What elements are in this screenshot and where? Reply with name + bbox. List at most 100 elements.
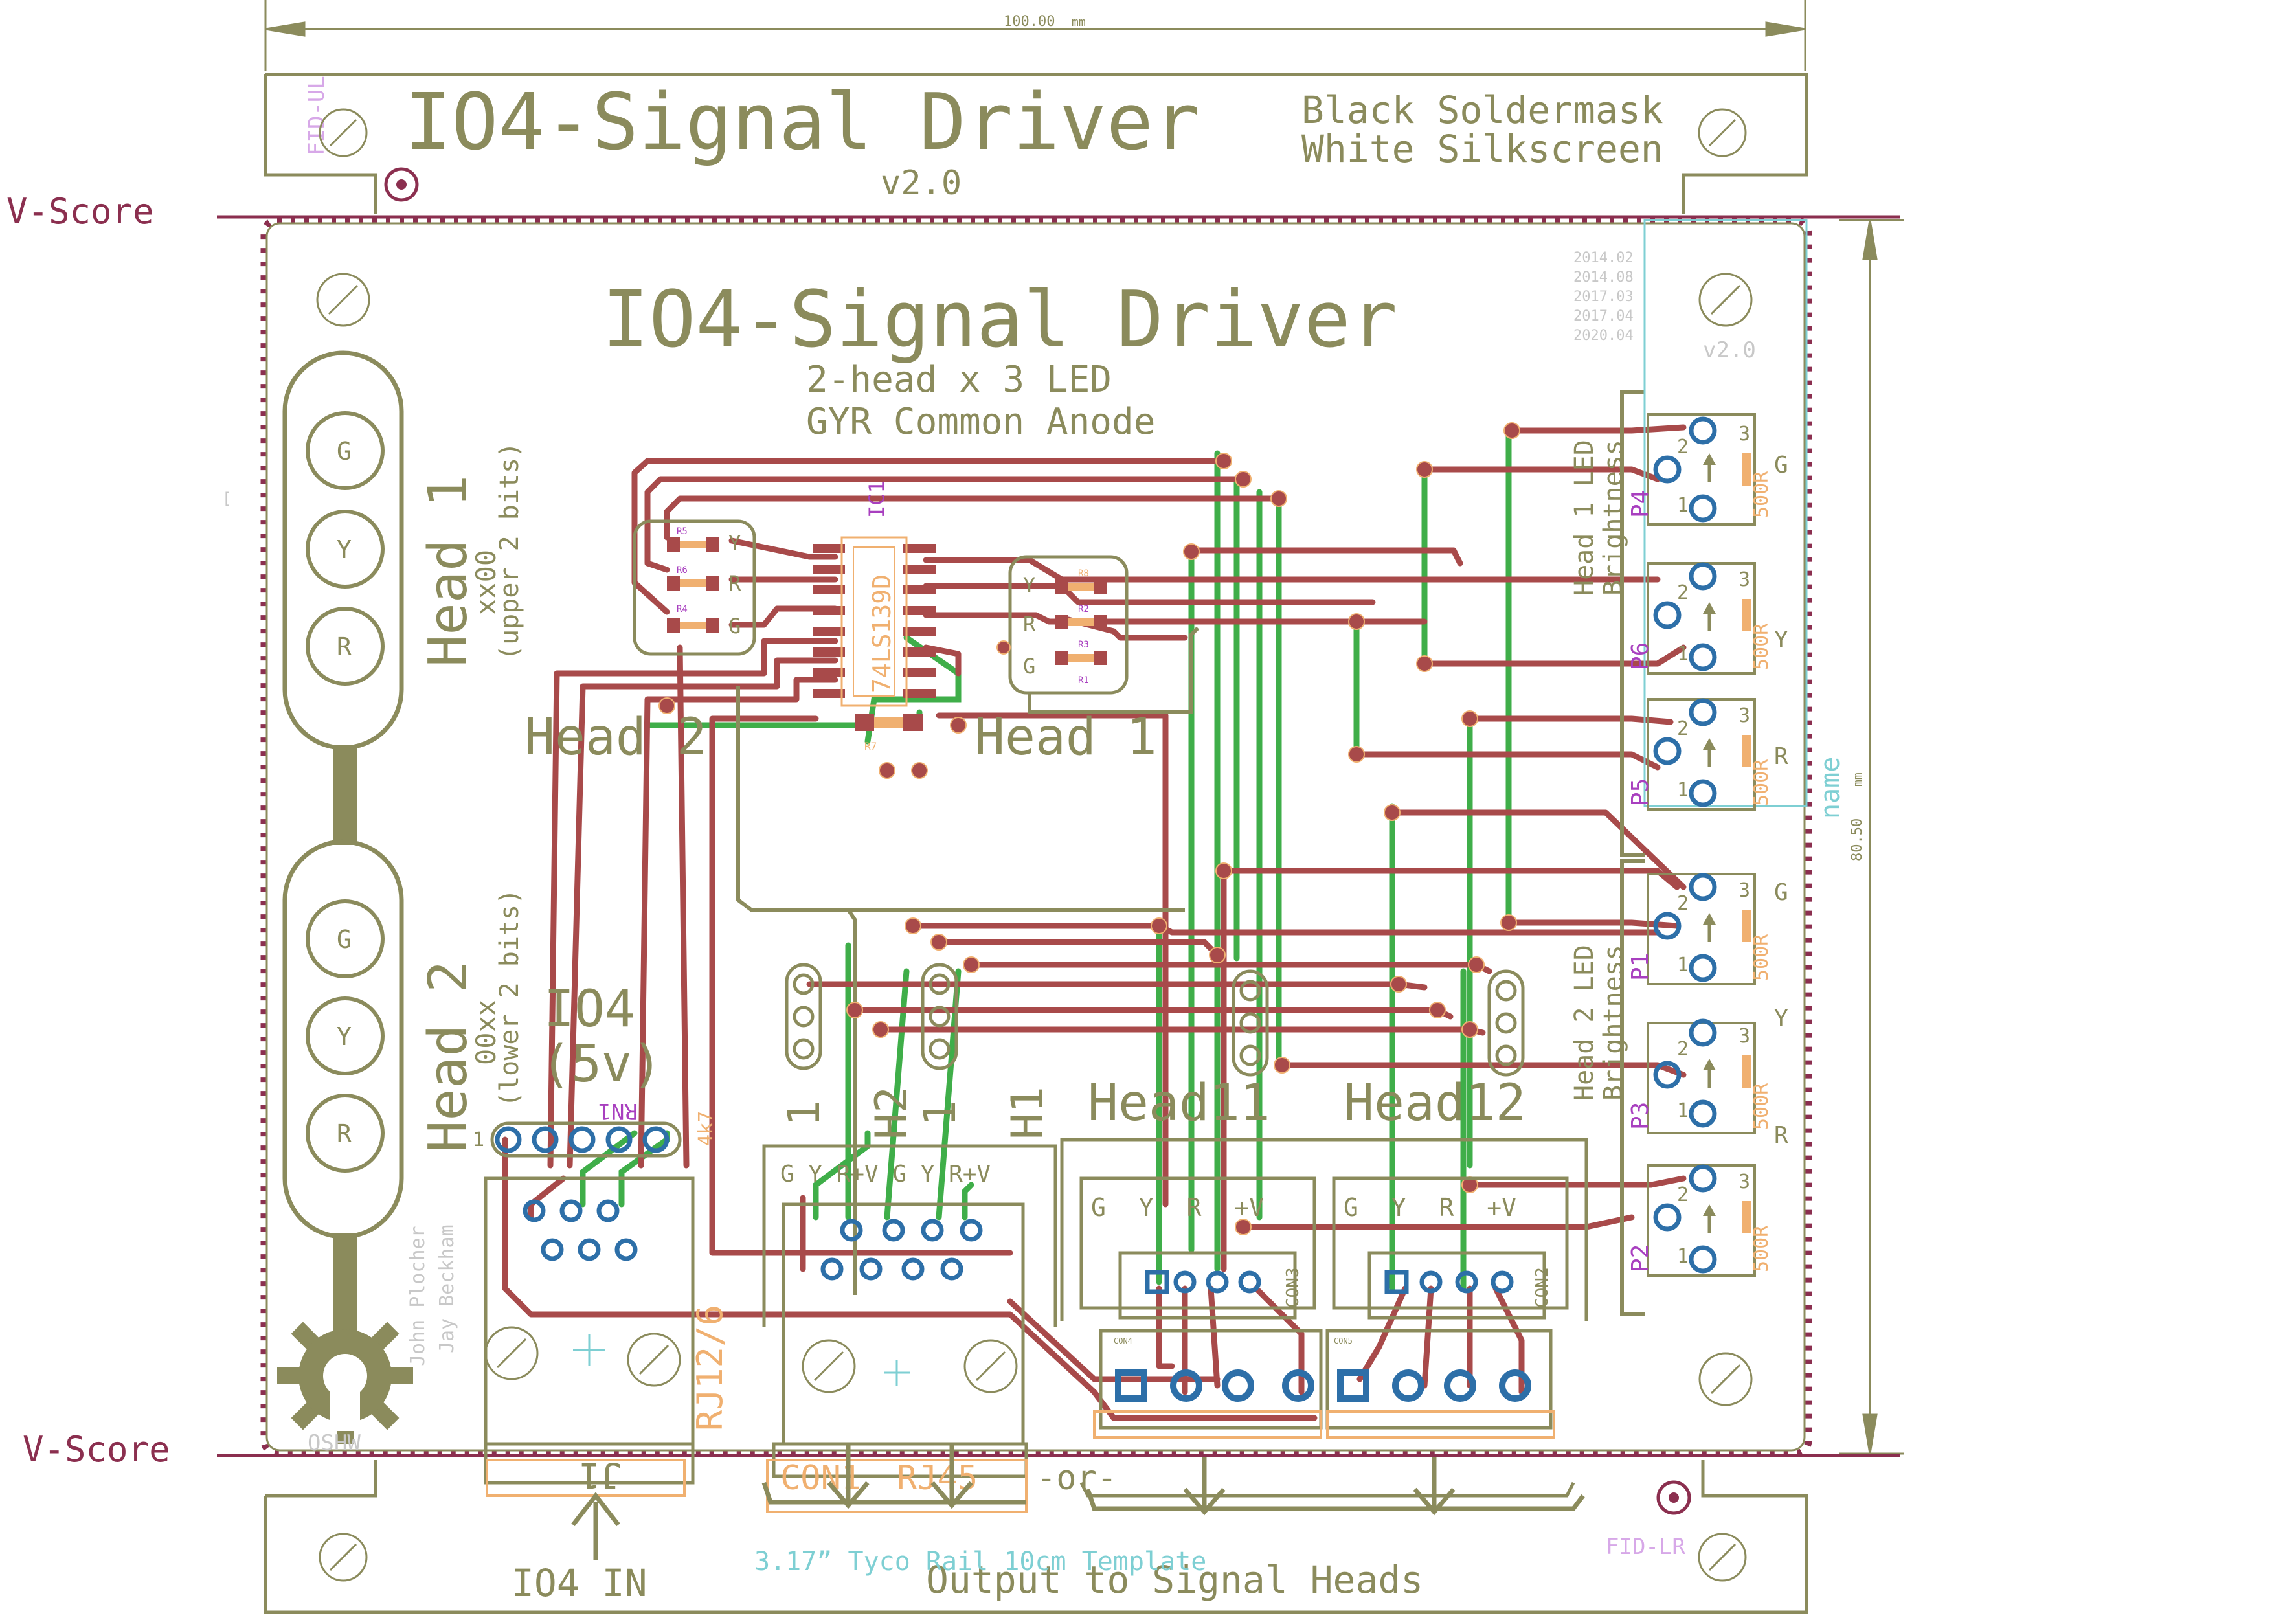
left-y-letter: Y: [728, 531, 741, 556]
con4-label: CON4: [1114, 1336, 1132, 1345]
vscore-top-label: V-Score: [6, 191, 154, 232]
svg-text:P4: P4: [1627, 490, 1654, 518]
head1-code: xx00: [470, 550, 502, 615]
svg-text:R: R: [1774, 743, 1788, 770]
potentiometers: [1647, 413, 1756, 1277]
svg-text:G: G: [337, 925, 352, 954]
pot-p6: [1647, 562, 1756, 675]
output-one-a: 1: [779, 1100, 830, 1127]
signal-head-2: G Y R: [282, 839, 404, 1239]
head11-label: Head11: [1088, 1074, 1270, 1132]
svg-text:G: G: [1774, 452, 1788, 478]
svg-text:P6: P6: [1627, 642, 1654, 670]
resistor-r4-label: R4: [677, 604, 688, 614]
svg-text:P1: P1: [1627, 953, 1654, 981]
pot-p3: [1647, 1018, 1756, 1134]
svg-text:1: 1: [1677, 1245, 1689, 1268]
svg-text:Y: Y: [337, 1022, 352, 1051]
svg-text:Y: Y: [337, 535, 352, 564]
svg-text:3: 3: [1739, 568, 1750, 591]
author-1: John Plocher: [407, 1226, 429, 1366]
svg-text:500R: 500R: [1750, 623, 1773, 670]
svg-text:2014.08: 2014.08: [1573, 269, 1634, 286]
svg-text:2: 2: [1677, 892, 1689, 915]
silk-output-frame: [736, 626, 1200, 1295]
bottom-rail: [264, 1460, 1808, 1614]
resistor-r7-label: R7: [864, 740, 877, 752]
resistor-group-right: [1008, 555, 1129, 695]
pot-group1-label1: Head 1 LED: [1570, 440, 1599, 596]
svg-text:500R: 500R: [1750, 934, 1773, 981]
svg-text:2017.03: 2017.03: [1573, 289, 1634, 305]
svg-text:2014.02: 2014.02: [1573, 250, 1634, 266]
con3-pin-labels: G Y R +V: [1091, 1193, 1264, 1222]
rail-top-version: v2.0: [881, 164, 962, 203]
svg-text:2020.04: 2020.04: [1573, 328, 1634, 344]
resistor-r5-label: R5: [677, 526, 688, 537]
svg-text:500R: 500R: [1750, 1225, 1773, 1272]
rn1-value: 4k7: [695, 1111, 717, 1146]
svg-text:2: 2: [1677, 581, 1689, 604]
svg-text:3: 3: [1739, 879, 1750, 902]
output-one-b: 1: [915, 1100, 966, 1127]
svg-text:R: R: [337, 1119, 352, 1148]
large-terminal-blocks: [1093, 1329, 1555, 1439]
rj45-frame: [762, 1144, 1057, 1513]
fiducial-lower-right-label: FID-LR: [1606, 1534, 1685, 1560]
svg-text:1: 1: [1677, 1099, 1689, 1122]
pot-p4: [1647, 413, 1756, 526]
mounting-hole: [319, 108, 1747, 1582]
terminal-frame: [1060, 1138, 1588, 1498]
resistor-r8-label: R8: [1078, 568, 1089, 579]
rn1-pin1: 1: [473, 1129, 484, 1151]
or-label: -or-: [1036, 1459, 1117, 1498]
svg-text:1: 1: [1677, 954, 1689, 976]
oshw-logo: [277, 1308, 413, 1444]
width-dimension-value: 100.00: [1004, 14, 1055, 30]
svg-text:2: 2: [1677, 717, 1689, 740]
io4-label: IO4: [544, 980, 635, 1039]
resistor-r3-label: R3: [1078, 640, 1089, 650]
head2-code: 00xx: [470, 1000, 502, 1065]
ic1-chip: [813, 536, 936, 707]
svg-text:P5: P5: [1627, 778, 1654, 806]
svg-text:2: 2: [1677, 1184, 1689, 1206]
head1-bits: (upper 2 bits): [495, 442, 524, 660]
svg-text:3: 3: [1739, 423, 1750, 445]
head1-title: Head 1: [418, 475, 479, 667]
right-y-letter: Y: [1023, 573, 1035, 598]
rail-top-note-2: White Silkscreen: [1301, 127, 1663, 171]
right-g-letter: G: [1023, 654, 1035, 679]
board-subtitle-2: GYR Common Anode: [806, 401, 1155, 443]
pot-values: 500R 500R 500R 500R 500R 500R: [1750, 471, 1773, 1272]
ic1-part: 74LS139D: [868, 574, 896, 693]
rn1-label: RN1: [598, 1098, 638, 1124]
top-copper-traces: [502, 424, 1687, 1421]
width-dimension-unit: mm: [1072, 16, 1086, 29]
svg-text:3: 3: [1739, 1171, 1750, 1193]
small-bracket-mark: [: [222, 489, 231, 508]
con3-label: CON3: [1283, 1267, 1303, 1308]
pot-cyan-outline: [1643, 219, 1808, 807]
con5-label: CON5: [1334, 1336, 1353, 1345]
pot-p1: [1647, 873, 1756, 985]
revision-dates: 2014.02 2014.08 2017.03 2017.04 2020.04: [1573, 250, 1634, 344]
pot-group2-label1: Head 2 LED: [1570, 945, 1599, 1101]
svg-text:3: 3: [1739, 1025, 1750, 1048]
board-subtitle-1: 2-head x 3 LED: [806, 359, 1112, 401]
io4-in-arrow: [571, 1492, 620, 1560]
head12-label: Head12: [1344, 1074, 1526, 1132]
pot-p2: [1647, 1164, 1756, 1277]
svg-text:P3: P3: [1627, 1102, 1654, 1130]
board-version: v2.0: [1703, 337, 1756, 363]
svg-text:R: R: [1774, 1122, 1788, 1149]
height-dimension-unit: mm: [1851, 772, 1865, 787]
rail-top-title: IO4-Signal Driver: [405, 78, 1200, 168]
head2-bits: (lower 2 bits): [495, 889, 524, 1107]
svg-text:500R: 500R: [1750, 1083, 1773, 1130]
height-dimension-value: 80.50: [1849, 818, 1865, 861]
svg-text:2: 2: [1677, 1038, 1689, 1061]
fiducial-marker: [384, 167, 1691, 1515]
svg-text:Y: Y: [1774, 627, 1788, 653]
